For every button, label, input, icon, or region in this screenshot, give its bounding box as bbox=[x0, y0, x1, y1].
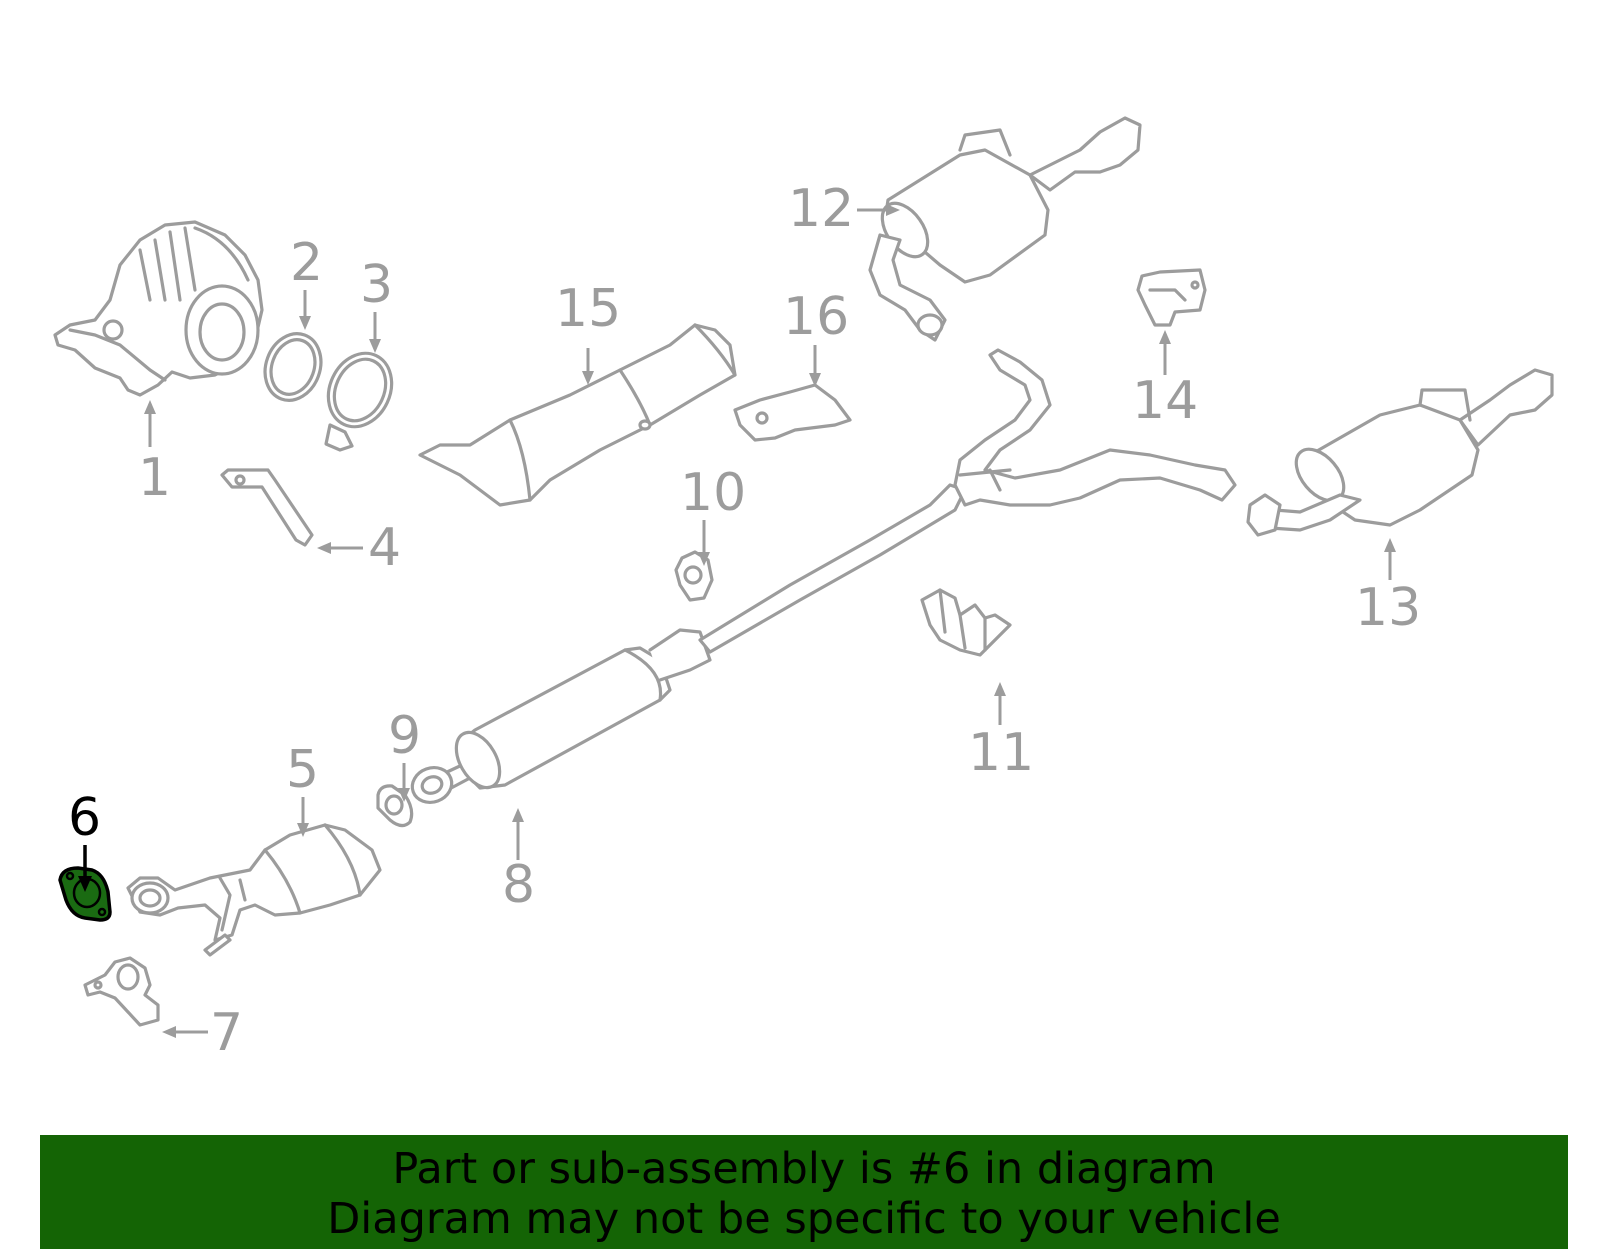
part-16-heat-shield-bracket[interactable] bbox=[733, 383, 852, 442]
callout-7[interactable]: 7 bbox=[210, 1003, 243, 1063]
callout-1[interactable]: 1 bbox=[138, 448, 171, 508]
info-banner: Part or sub-assembly is #6 in diagram Di… bbox=[40, 1135, 1568, 1249]
callout-5[interactable]: 5 bbox=[286, 740, 319, 800]
callout-8[interactable]: 8 bbox=[502, 855, 535, 915]
part-4-bracket[interactable] bbox=[220, 468, 314, 547]
y-pipe-branch bbox=[953, 348, 1237, 507]
callout-16[interactable]: 16 bbox=[783, 287, 849, 347]
part-14-mount-bracket[interactable] bbox=[1136, 268, 1207, 327]
part-1-catalytic-housing[interactable] bbox=[53, 220, 264, 397]
callout-9[interactable]: 9 bbox=[388, 706, 421, 766]
part-8-intermediate-pipe[interactable] bbox=[407, 483, 967, 808]
banner-line-disclaimer: Diagram may not be specific to your vehi… bbox=[327, 1194, 1281, 1244]
part-5-front-pipe[interactable] bbox=[126, 823, 382, 957]
callout-6[interactable]: 6 bbox=[68, 788, 101, 848]
part-15-heat-shield[interactable] bbox=[418, 323, 737, 507]
part-7-hanger-bracket[interactable] bbox=[83, 956, 160, 1027]
callout-3[interactable]: 3 bbox=[360, 255, 393, 315]
part-12-rear-muffler-upper[interactable] bbox=[868, 116, 1142, 342]
callout-14[interactable]: 14 bbox=[1132, 371, 1198, 431]
callout-arrows bbox=[78, 204, 1396, 1038]
callout-11[interactable]: 11 bbox=[968, 723, 1034, 783]
callout-2[interactable]: 2 bbox=[290, 233, 323, 293]
part-2-gasket-ring[interactable] bbox=[256, 326, 330, 408]
callout-4[interactable]: 4 bbox=[368, 518, 401, 578]
callout-10[interactable]: 10 bbox=[680, 463, 746, 523]
part-11-bracket[interactable] bbox=[920, 588, 1012, 657]
part-3-clamp-ring[interactable] bbox=[317, 343, 403, 452]
callout-13[interactable]: 13 bbox=[1355, 578, 1421, 638]
banner-line-selected-part: Part or sub-assembly is #6 in diagram bbox=[392, 1144, 1216, 1194]
part-13-rear-muffler-right[interactable] bbox=[1246, 368, 1554, 537]
callout-15[interactable]: 15 bbox=[555, 279, 621, 339]
callout-labels: 1 2 3 4 5 6 7 8 9 10 11 12 13 14 15 16 bbox=[68, 179, 1421, 1063]
callout-12[interactable]: 12 bbox=[788, 179, 854, 239]
